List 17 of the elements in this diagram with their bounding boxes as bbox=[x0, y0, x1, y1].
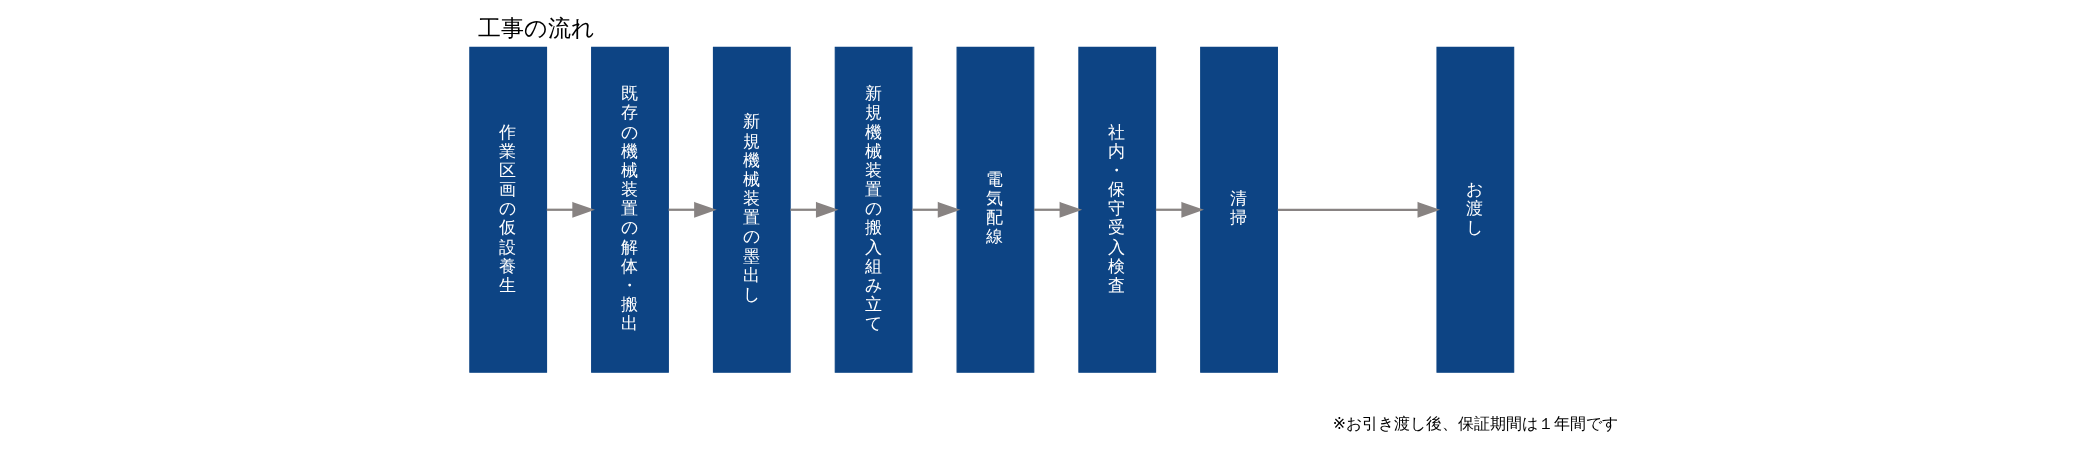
node-box: 電気配線 bbox=[956, 46, 1035, 373]
node-box: 新規機械装置の搬入組み立て bbox=[834, 46, 913, 373]
node-box: 清掃 bbox=[1200, 46, 1278, 373]
node-box: 既存の機械装置の解体・搬出 bbox=[591, 46, 669, 373]
arrow bbox=[1155, 201, 1204, 218]
node-box: 新規機械装置の墨出し bbox=[712, 46, 791, 373]
arrow bbox=[1034, 201, 1083, 218]
arrow bbox=[1277, 201, 1441, 218]
label: ※お引き渡し後、保証期間は１年間です bbox=[1332, 413, 1618, 433]
arrow bbox=[790, 201, 839, 218]
node-box: 社内・保守受入検査 bbox=[1078, 46, 1157, 373]
node-box: 作業区画の仮設養生 bbox=[469, 46, 548, 373]
arrow bbox=[668, 201, 717, 218]
diagram-title: 工事の流れ bbox=[477, 14, 595, 41]
node-box: お渡し bbox=[1436, 46, 1515, 373]
arrow bbox=[912, 201, 961, 218]
arrow bbox=[546, 201, 595, 218]
